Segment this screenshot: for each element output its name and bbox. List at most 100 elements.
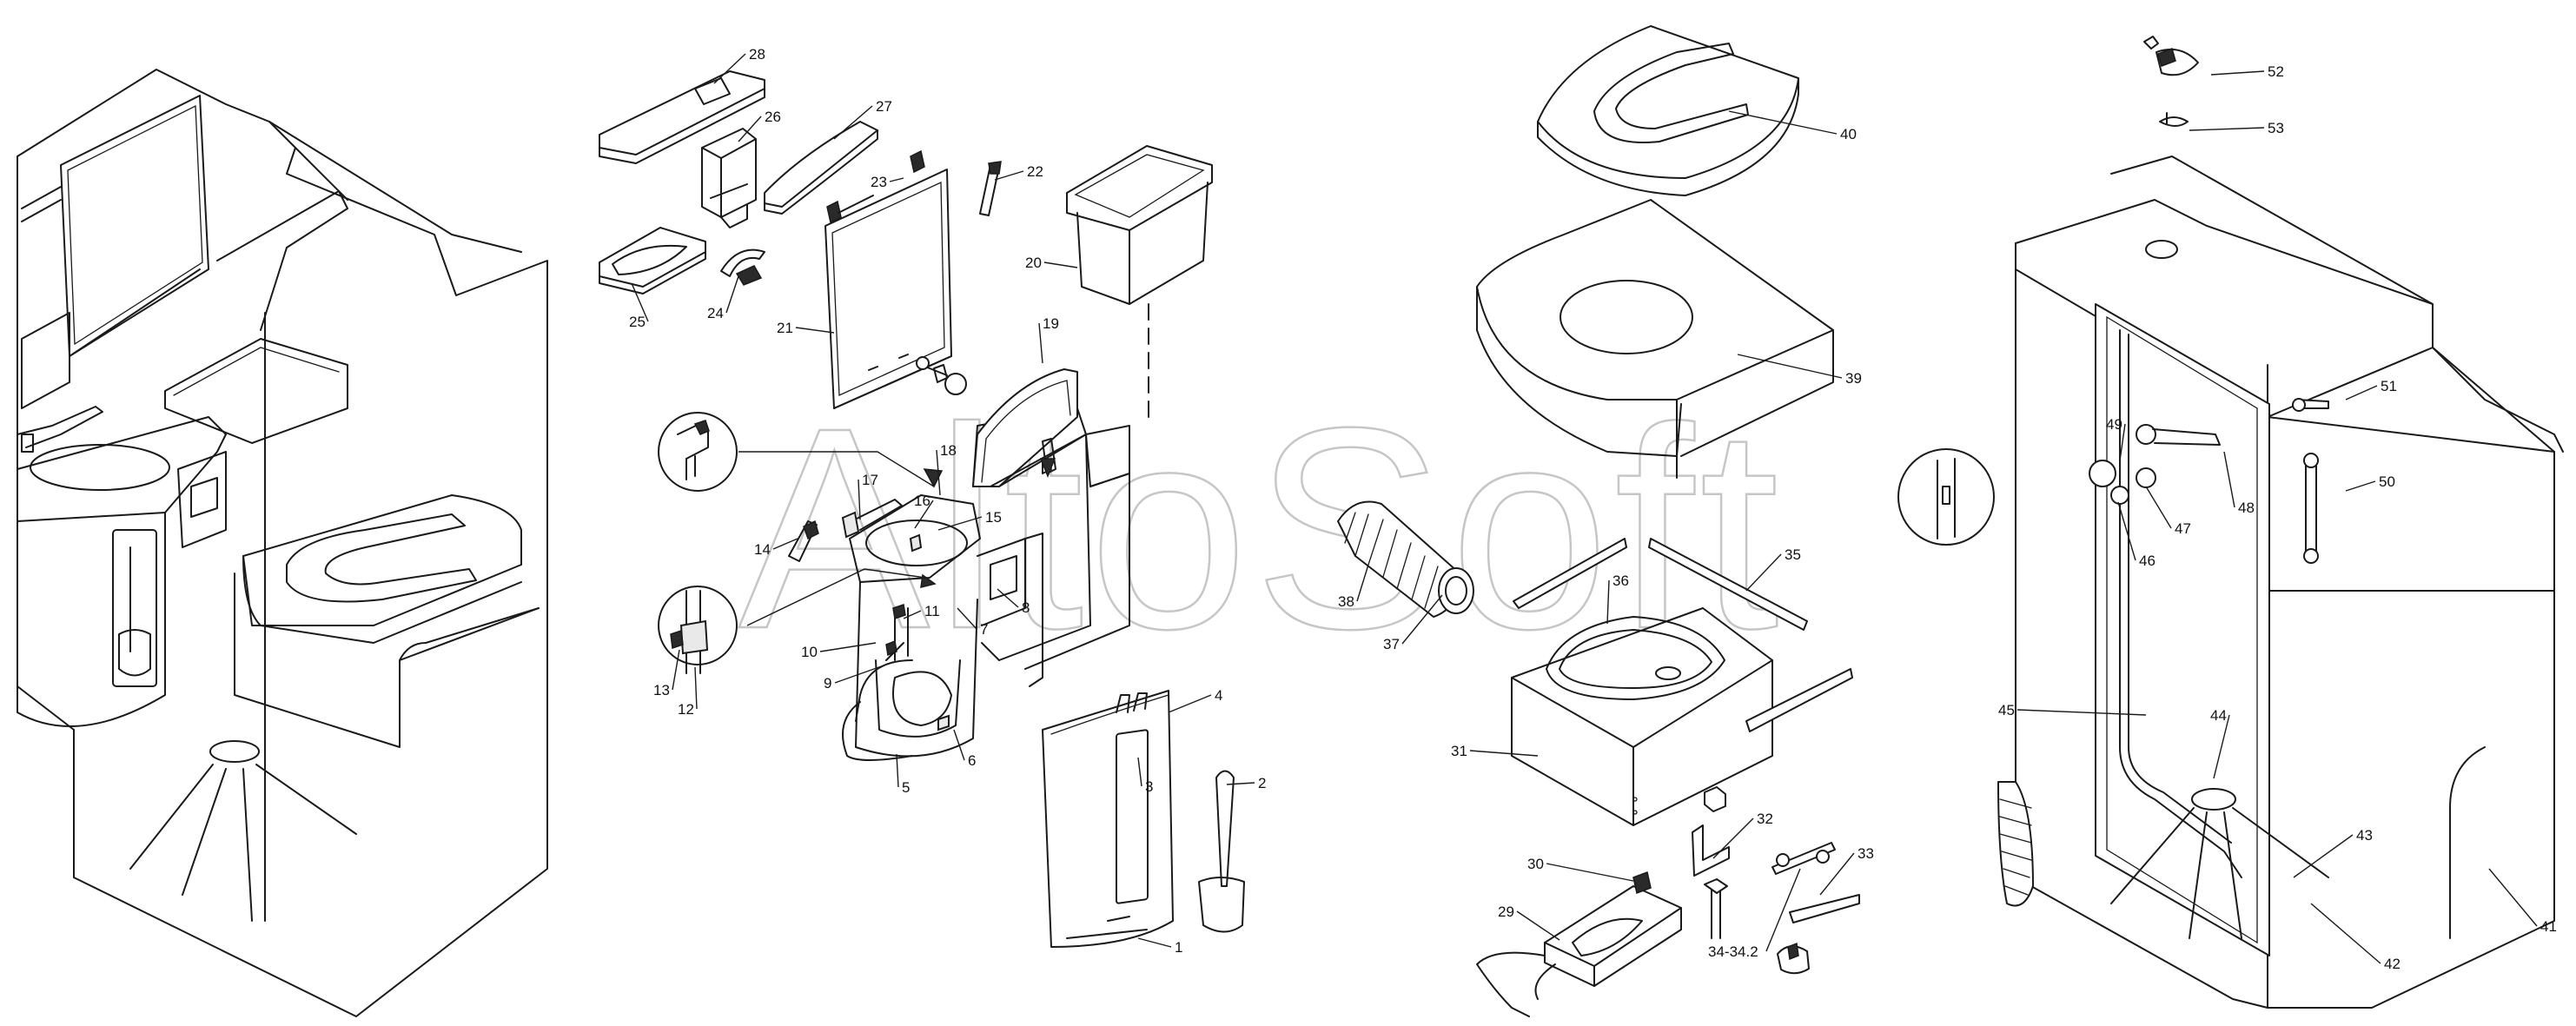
callout-1: 1: [1137, 937, 1182, 956]
detail-bubble-door-lock: [1897, 448, 1995, 546]
callout-24: 24: [707, 275, 739, 321]
part-number-label: 15: [985, 509, 1002, 526]
assembled-toilet-unit: [17, 69, 548, 1017]
part-number-label: 34-34.2: [1708, 943, 1758, 960]
leader-line-39: [1737, 354, 1843, 379]
leader-line-29: [1516, 910, 1560, 941]
leader-line-5: [896, 753, 899, 788]
part-number-label: 7: [980, 621, 988, 638]
callout-40: 40: [1728, 110, 1857, 142]
part-number-label: 49: [2106, 416, 2122, 433]
part-number-label: 44: [2210, 707, 2227, 724]
leader-line-30: [1546, 863, 1634, 882]
part-number-label: 27: [876, 98, 892, 115]
callout-41: 41: [2488, 868, 2557, 935]
callout-31: 31: [1451, 743, 1539, 759]
leader-line-10: [819, 642, 877, 652]
leader-line-51: [2345, 385, 2378, 400]
callout-8: 8: [997, 588, 1030, 616]
part-number-label: 28: [749, 46, 765, 63]
leader-line-26: [738, 116, 762, 142]
right-cabinet: [1997, 36, 2564, 1009]
callout-29: 29: [1498, 904, 1560, 941]
part-number-label: 13: [653, 682, 670, 698]
callout-19: 19: [1038, 315, 1059, 364]
leader-line-9: [834, 664, 887, 684]
callout-42: 42: [2310, 903, 2401, 972]
leader-line-38: [1356, 564, 1369, 602]
part-number-label: 10: [801, 644, 818, 660]
cabinet-assembly: [738, 368, 1130, 761]
callout-33: 33: [1819, 845, 1874, 896]
leader-line-44: [2213, 714, 2230, 779]
leader-line-22: [994, 170, 1024, 181]
callout-7: 7: [957, 607, 988, 638]
mirror-panel: [824, 169, 967, 409]
part-number-label: 6: [968, 752, 976, 769]
leader-line-16: [914, 500, 934, 529]
part-number-label: 17: [862, 472, 878, 488]
detail-bubble-valve: [658, 586, 738, 674]
callout-36: 36: [1606, 573, 1629, 625]
callout-20: 20: [1025, 255, 1078, 271]
callout-13: 13: [653, 649, 680, 698]
leader-line-32: [1712, 817, 1754, 859]
leader-line-43: [2293, 834, 2354, 878]
part-number-label: 38: [1338, 593, 1354, 610]
leader-line-6: [953, 729, 965, 761]
leader-line-11: [903, 610, 922, 619]
leader-line-23: [889, 177, 904, 182]
callout-2: 2: [1226, 775, 1266, 791]
toilet-brush: [1198, 770, 1245, 933]
leader-line-42: [2310, 903, 2381, 964]
pump-and-brackets: [1476, 786, 1860, 1017]
part-number-label: 12: [678, 701, 694, 718]
part-number-label: 29: [1498, 904, 1514, 920]
leader-line-19: [1038, 322, 1043, 364]
part-number-label: 16: [914, 493, 930, 509]
part-number-label: 46: [2139, 553, 2155, 569]
leader-line-17: [858, 479, 861, 520]
leader-line-27: [833, 105, 873, 140]
leader-line-8: [997, 588, 1019, 608]
leader-line-25: [631, 282, 649, 322]
part-number-label: 36: [1612, 573, 1629, 589]
part-number-label: 47: [2175, 520, 2191, 537]
callout-5: 5: [896, 753, 910, 796]
callout-10: 10: [801, 642, 877, 660]
part-number-label: 9: [824, 675, 831, 692]
leader-line-52: [2210, 70, 2265, 76]
leader-line-35: [1745, 553, 1782, 592]
callout-30: 30: [1527, 856, 1634, 882]
callout-17: 17: [858, 472, 878, 520]
toilet-seat: [1537, 25, 1799, 196]
part-number-label: 11: [924, 603, 940, 619]
part-number-label: 25: [629, 314, 646, 330]
leader-line-40: [1728, 110, 1838, 135]
callout-45: 45: [1998, 702, 2147, 718]
part-number-label: 53: [2268, 120, 2284, 136]
part-number-label: 40: [1840, 126, 1857, 142]
part-number-label: 32: [1757, 811, 1773, 827]
leader-line-31: [1469, 750, 1539, 757]
leader-line-33: [1819, 852, 1855, 896]
callout-46: 46: [2117, 501, 2155, 569]
callout-50: 50: [2345, 473, 2395, 492]
dispenser-parts: [599, 70, 1002, 295]
callout-3: 3: [1137, 757, 1153, 795]
leader-line-41: [2488, 868, 2538, 927]
part-number-label: 50: [2379, 473, 2395, 490]
callout-28: 28: [713, 46, 765, 84]
leader-line-1: [1137, 937, 1172, 948]
part-number-label: 39: [1845, 370, 1862, 387]
leader-line-18: [936, 449, 941, 496]
part-number-label: 19: [1043, 315, 1059, 332]
leader-line-20: [1043, 261, 1078, 268]
part-number-label: 3: [1145, 778, 1153, 795]
leader-line-50: [2345, 480, 2376, 492]
callout-12: 12: [678, 666, 698, 718]
part-number-label: 37: [1383, 636, 1400, 652]
leader-line-12: [694, 666, 698, 710]
bowl-body: [1511, 607, 1773, 826]
